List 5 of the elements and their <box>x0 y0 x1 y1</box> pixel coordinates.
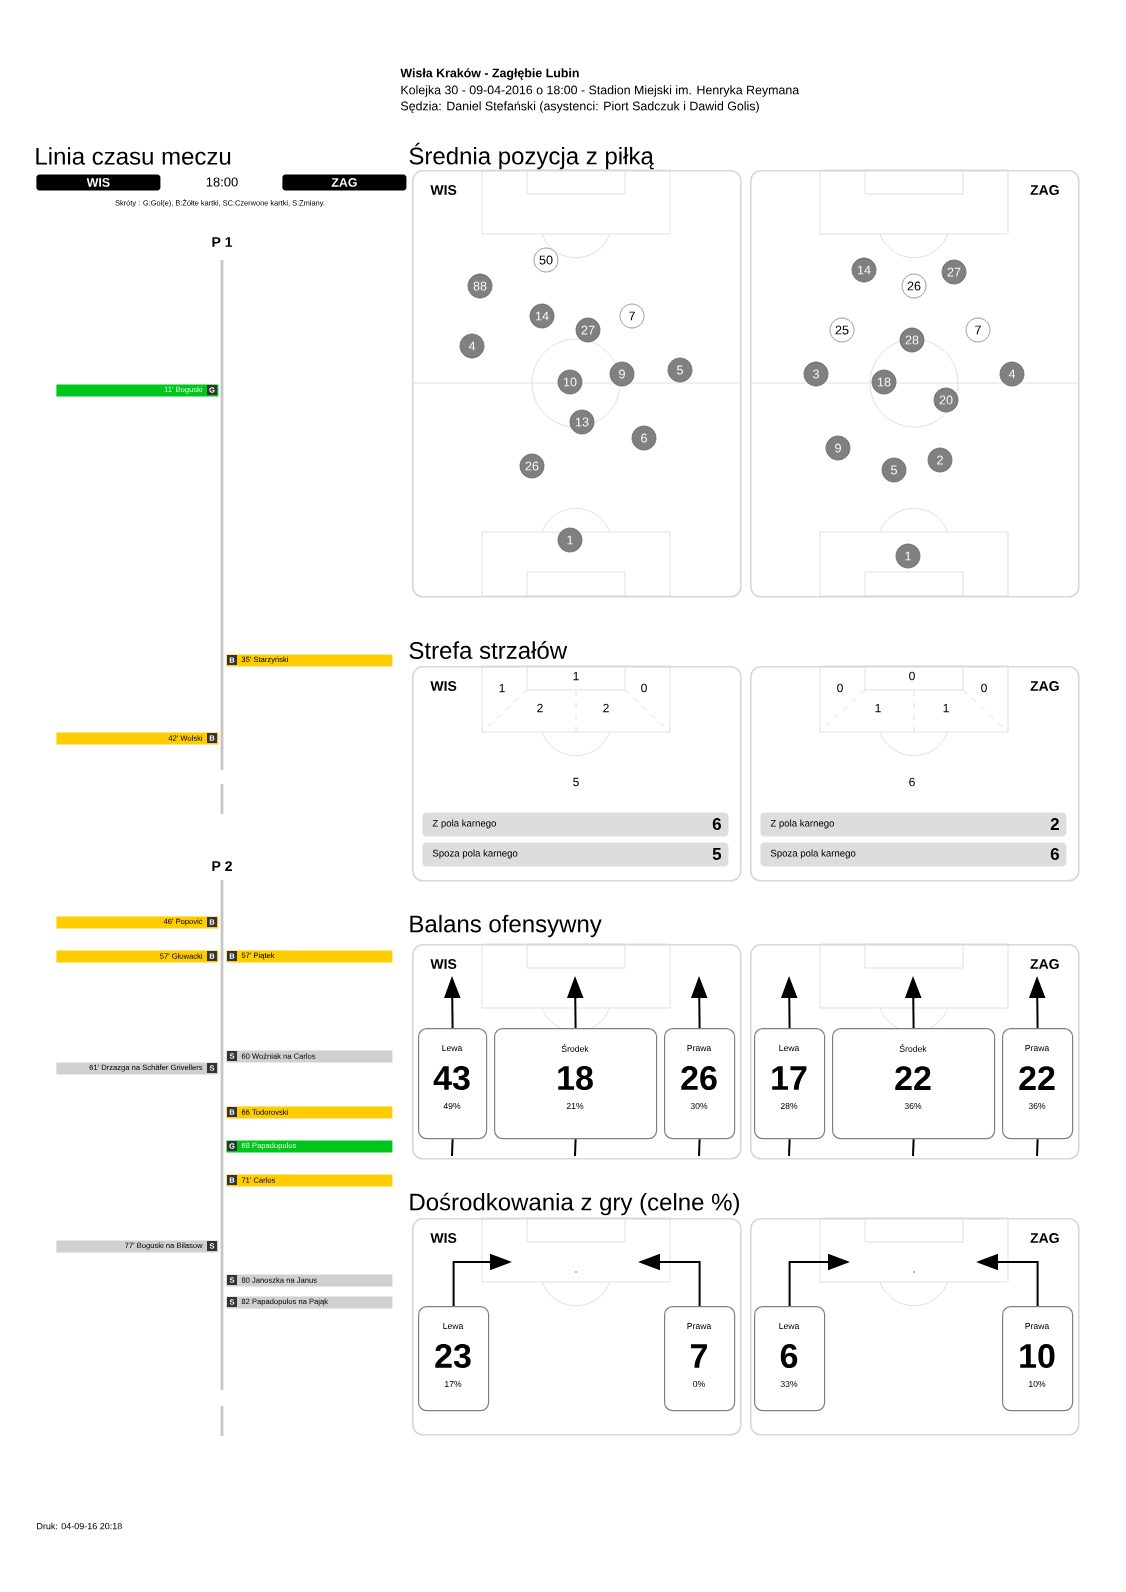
section-title: Balans ofensywny <box>410 914 602 938</box>
section-title: Linia czasu meczu <box>36 147 231 165</box>
section-title: Dośrodkowania z gry (celne %) <box>410 1192 739 1216</box>
section-title: Średnia pozycja z piłką <box>409 142 654 170</box>
section-title: Strefa strzałów <box>409 641 568 659</box>
